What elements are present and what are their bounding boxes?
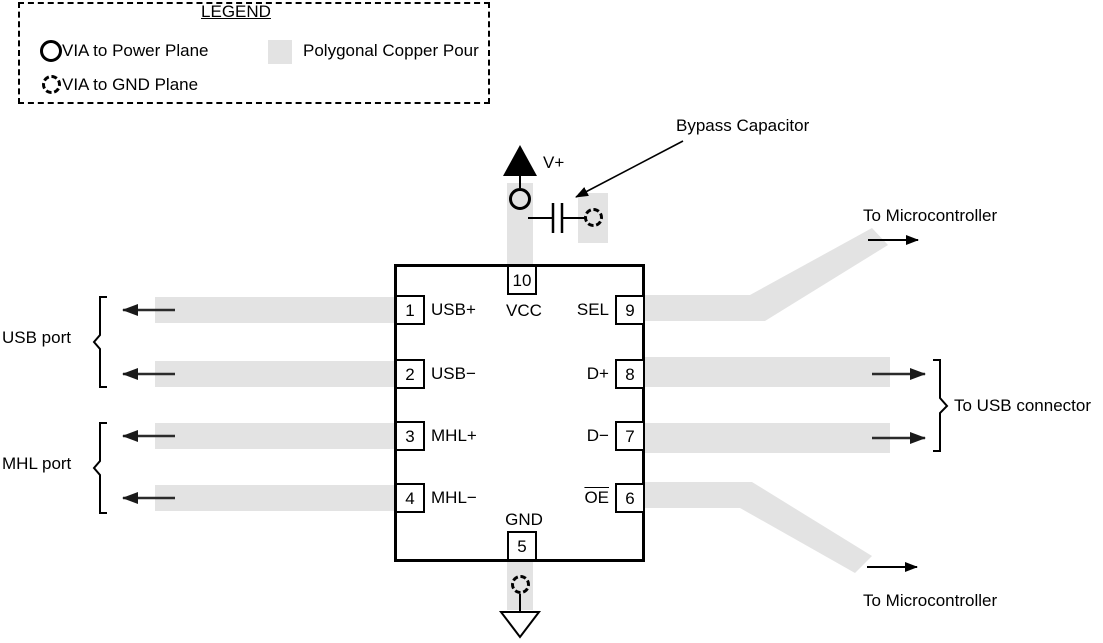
pin-label-sel: SEL xyxy=(576,300,609,319)
label-bypass-capacitor: Bypass Capacitor xyxy=(676,116,810,135)
pin-box-1[interactable]: 1 xyxy=(395,295,425,325)
copper-pour-usb-plus xyxy=(155,297,405,323)
via-gnd-bottom xyxy=(511,575,530,594)
via-gnd-icon xyxy=(42,75,61,94)
pin-box-4[interactable]: 4 xyxy=(395,483,425,513)
via-gnd-bypass xyxy=(584,208,603,227)
pin-label-usb-plus: USB+ xyxy=(431,300,476,319)
copper-pour-swatch xyxy=(268,40,292,64)
via-power-icon xyxy=(40,40,62,62)
pin-box-10[interactable]: 10 xyxy=(507,265,537,295)
gnd-triangle xyxy=(498,611,542,639)
pin-box-9[interactable]: 9 xyxy=(615,295,645,325)
pin-label-mhl-plus: MHL+ xyxy=(431,426,477,445)
copper-pour-mhl-plus xyxy=(155,423,405,449)
v-plus-arrowhead xyxy=(503,145,537,176)
pin-box-5[interactable]: 5 xyxy=(507,531,537,561)
pin-label-oe: OE xyxy=(584,488,609,507)
via-power-vcc xyxy=(509,188,531,210)
legend-title: LEGEND xyxy=(201,2,271,21)
legend-item-label-pour: Polygonal Copper Pour xyxy=(303,41,479,60)
pin-label-vcc: VCC xyxy=(506,301,542,320)
label-mhl-port: MHL port xyxy=(2,454,72,473)
brace-mhl-port xyxy=(92,422,107,514)
brace-usb-port xyxy=(92,296,107,388)
pin-box-8[interactable]: 8 xyxy=(615,359,645,389)
label-to-usb-connector: To USB connector xyxy=(954,396,1092,415)
label-v-plus: V+ xyxy=(543,153,565,172)
copper-pour-oe xyxy=(645,482,872,573)
pin-label-usb-minus: USB− xyxy=(431,364,476,383)
brace-usb-connector xyxy=(933,359,949,452)
pin-box-6[interactable]: 6 xyxy=(615,483,645,513)
pin-label-d-plus: D+ xyxy=(586,364,609,383)
pin-box-3[interactable]: 3 xyxy=(395,421,425,451)
bypass-capacitor-leader xyxy=(575,140,684,198)
legend-item-label-gnd: VIA to GND Plane xyxy=(62,75,199,94)
copper-pour-sel xyxy=(645,228,888,321)
label-to-microcontroller-top: To Microcontroller xyxy=(863,206,998,225)
pin-box-2[interactable]: 2 xyxy=(395,359,425,389)
label-usb-port: USB port xyxy=(2,328,71,347)
legend-item-label-power: VIA to Power Plane xyxy=(62,41,209,60)
label-to-microcontroller-bottom: To Microcontroller xyxy=(863,591,998,610)
pin-label-mhl-minus: MHL− xyxy=(431,488,477,507)
pin-label-d-minus: D− xyxy=(586,426,609,445)
copper-pour-usb-minus xyxy=(155,361,405,387)
copper-pour-mhl-minus xyxy=(155,485,405,511)
copper-pour-d-plus xyxy=(645,357,890,387)
legend-panel xyxy=(18,2,490,104)
pin-box-7[interactable]: 7 xyxy=(615,421,645,451)
copper-pour-d-minus xyxy=(645,423,890,453)
pin-label-gnd: GND xyxy=(505,510,543,529)
